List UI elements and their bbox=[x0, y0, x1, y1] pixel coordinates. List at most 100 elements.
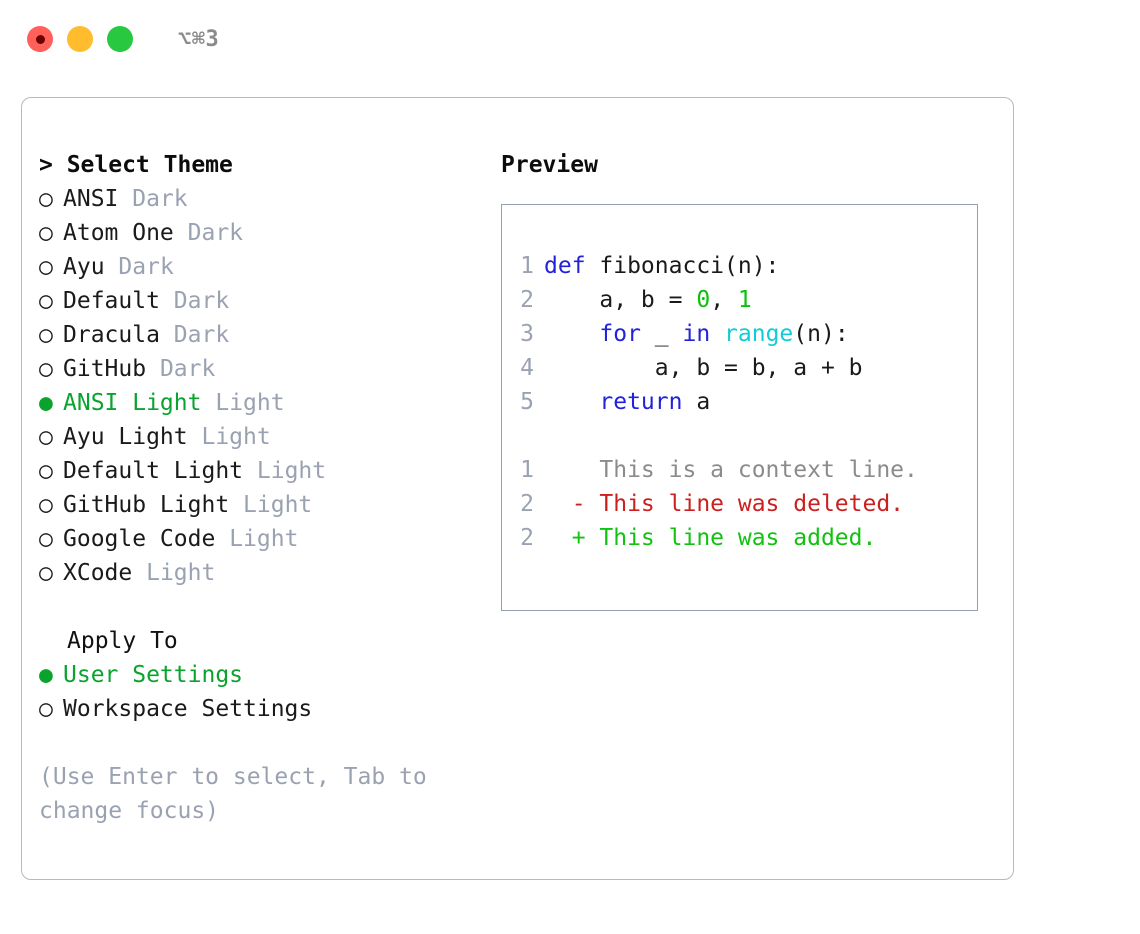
code-line-content: return a bbox=[544, 385, 710, 419]
theme-option-default-light[interactable]: ○Default Light Light bbox=[39, 454, 489, 488]
theme-option-ayu[interactable]: ○Ayu Dark bbox=[39, 250, 489, 284]
apply-to-option-workspace-settings[interactable]: ○ Workspace Settings bbox=[39, 692, 489, 726]
line-number: 5 bbox=[520, 389, 534, 415]
diff-sample: 1 This is a context line.2 - This line w… bbox=[502, 453, 977, 555]
radio-unselected-icon: ○ bbox=[39, 458, 53, 484]
diff-line: 2 + This line was added. bbox=[502, 521, 977, 555]
label-spacer bbox=[215, 522, 229, 556]
label-spacer bbox=[118, 182, 132, 216]
code-line: 3 for _ in range(n): bbox=[502, 317, 977, 351]
theme-option-variant-tag: Dark bbox=[173, 322, 230, 348]
theme-option-variant-tag: Dark bbox=[132, 186, 188, 212]
minimize-window-button[interactable] bbox=[67, 26, 93, 52]
code-token-id bbox=[544, 389, 599, 415]
diff-line-content-ctx: This is a context line. bbox=[544, 457, 918, 483]
code-token-id bbox=[544, 321, 599, 347]
label-spacer bbox=[105, 250, 119, 284]
theme-option-variant-tag: Light bbox=[256, 458, 327, 484]
maximize-window-button[interactable] bbox=[107, 26, 133, 52]
theme-option-label: ANSI Light bbox=[63, 390, 202, 416]
theme-option-variant-tag: Dark bbox=[187, 220, 244, 246]
code-line: 1 def fibonacci(n): bbox=[502, 249, 977, 283]
label-spacer bbox=[243, 454, 257, 488]
theme-option-dracula[interactable]: ○Dracula Dark bbox=[39, 318, 489, 352]
keyboard-hint-text: (Use Enter to select, Tab to change focu… bbox=[39, 764, 441, 824]
label-spacer bbox=[188, 420, 202, 454]
theme-option-variant-tag: Light bbox=[215, 390, 285, 416]
theme-option-label: XCode bbox=[63, 560, 133, 586]
theme-selection-column: > Select Theme ○ANSI Dark○Atom One Dark○… bbox=[39, 148, 489, 828]
code-token-id: a bbox=[682, 389, 711, 415]
theme-option-variant-tag: Light bbox=[146, 560, 216, 586]
code-token-id: fibonacci(n): bbox=[585, 253, 780, 279]
radio-unselected-icon: ○ bbox=[39, 526, 53, 552]
diff-line: 1 This is a context line. bbox=[502, 453, 977, 487]
line-number: 2 bbox=[520, 525, 534, 551]
radio-unselected-icon: ○ bbox=[39, 424, 53, 450]
theme-option-variant-tag: Light bbox=[229, 526, 299, 552]
code-token-id: , bbox=[710, 287, 738, 313]
radio-selected-icon: ● bbox=[39, 390, 53, 416]
theme-option-ansi-light[interactable]: ● ANSI Light Light bbox=[39, 386, 489, 420]
apply-to-option-label: Workspace Settings bbox=[63, 696, 313, 722]
theme-option-default[interactable]: ○ Default Dark bbox=[39, 284, 489, 318]
code-token-fn: range bbox=[724, 321, 794, 347]
apply-to-option-label: User Settings bbox=[63, 662, 244, 688]
theme-option-label: Default bbox=[63, 288, 160, 314]
theme-option-variant-tag: Dark bbox=[118, 254, 174, 280]
theme-option-list: ○ANSI Dark○Atom One Dark○Ayu Dark○Defaul… bbox=[39, 182, 489, 590]
code-diff-separator bbox=[502, 419, 977, 453]
label-spacer bbox=[174, 216, 188, 250]
radio-unselected-icon: ○ bbox=[39, 560, 53, 586]
theme-option-label: ANSI bbox=[63, 186, 119, 212]
code-token-num: 0 bbox=[696, 287, 711, 313]
code-line-content: a, b = 0, 1 bbox=[544, 283, 752, 317]
radio-unselected-icon: ○ bbox=[39, 288, 53, 314]
diff-line-content-del: - This line was deleted. bbox=[544, 491, 905, 517]
radio-unselected-icon: ○ bbox=[39, 356, 53, 382]
theme-option-label: Ayu Light bbox=[63, 424, 188, 450]
select-theme-heading: > Select Theme bbox=[39, 152, 233, 178]
keyboard-shortcut-label: ⌥⌘3 bbox=[178, 26, 220, 52]
theme-option-variant-tag: Light bbox=[201, 424, 271, 450]
line-number: 3 bbox=[520, 321, 534, 347]
label-spacer bbox=[132, 556, 146, 590]
radio-unselected-icon: ○ bbox=[39, 322, 53, 348]
diff-line: 2 - This line was deleted. bbox=[502, 487, 977, 521]
line-number: 1 bbox=[520, 457, 534, 483]
label-spacer bbox=[229, 488, 243, 522]
code-line: 4 a, b = b, a + b bbox=[502, 351, 977, 385]
traffic-lights bbox=[27, 26, 133, 52]
code-token-id: _ bbox=[640, 321, 683, 347]
code-token-kw: for bbox=[599, 321, 641, 347]
theme-option-ansi[interactable]: ○ ANSI Dark bbox=[39, 182, 489, 216]
content-panel: > Select Theme ○ANSI Dark○Atom One Dark○… bbox=[21, 97, 1014, 880]
line-number: 4 bbox=[520, 355, 534, 381]
theme-option-github[interactable]: ○GitHub Dark bbox=[39, 352, 489, 386]
theme-option-atom-one[interactable]: ○Atom One Dark bbox=[39, 216, 489, 250]
code-token-kw: def bbox=[544, 253, 586, 279]
apply-to-heading: Apply To bbox=[67, 628, 178, 654]
radio-unselected-icon: ○ bbox=[39, 696, 53, 722]
theme-option-ayu-light[interactable]: ○ Ayu Light Light bbox=[39, 420, 489, 454]
code-token-num: 1 bbox=[737, 287, 752, 313]
code-token-kw: return bbox=[599, 389, 683, 415]
theme-option-github-light[interactable]: ○GitHub Light Light bbox=[39, 488, 489, 522]
section-spacer bbox=[39, 590, 489, 624]
radio-unselected-icon: ○ bbox=[39, 186, 53, 212]
code-token-id: a, b = bbox=[544, 287, 697, 313]
theme-option-variant-tag: Dark bbox=[173, 288, 230, 314]
apply-to-option-user-settings[interactable]: ●User Settings bbox=[39, 658, 489, 692]
line-number: 2 bbox=[520, 287, 534, 313]
window-titlebar: ⌥⌘3 bbox=[0, 0, 1140, 78]
theme-option-xcode[interactable]: ○ XCode Light bbox=[39, 556, 489, 590]
close-window-button[interactable] bbox=[27, 26, 53, 52]
line-number: 1 bbox=[520, 253, 534, 279]
label-spacer bbox=[160, 284, 174, 318]
radio-unselected-icon: ○ bbox=[39, 492, 53, 518]
theme-option-google-code[interactable]: ○Google Code Light bbox=[39, 522, 489, 556]
